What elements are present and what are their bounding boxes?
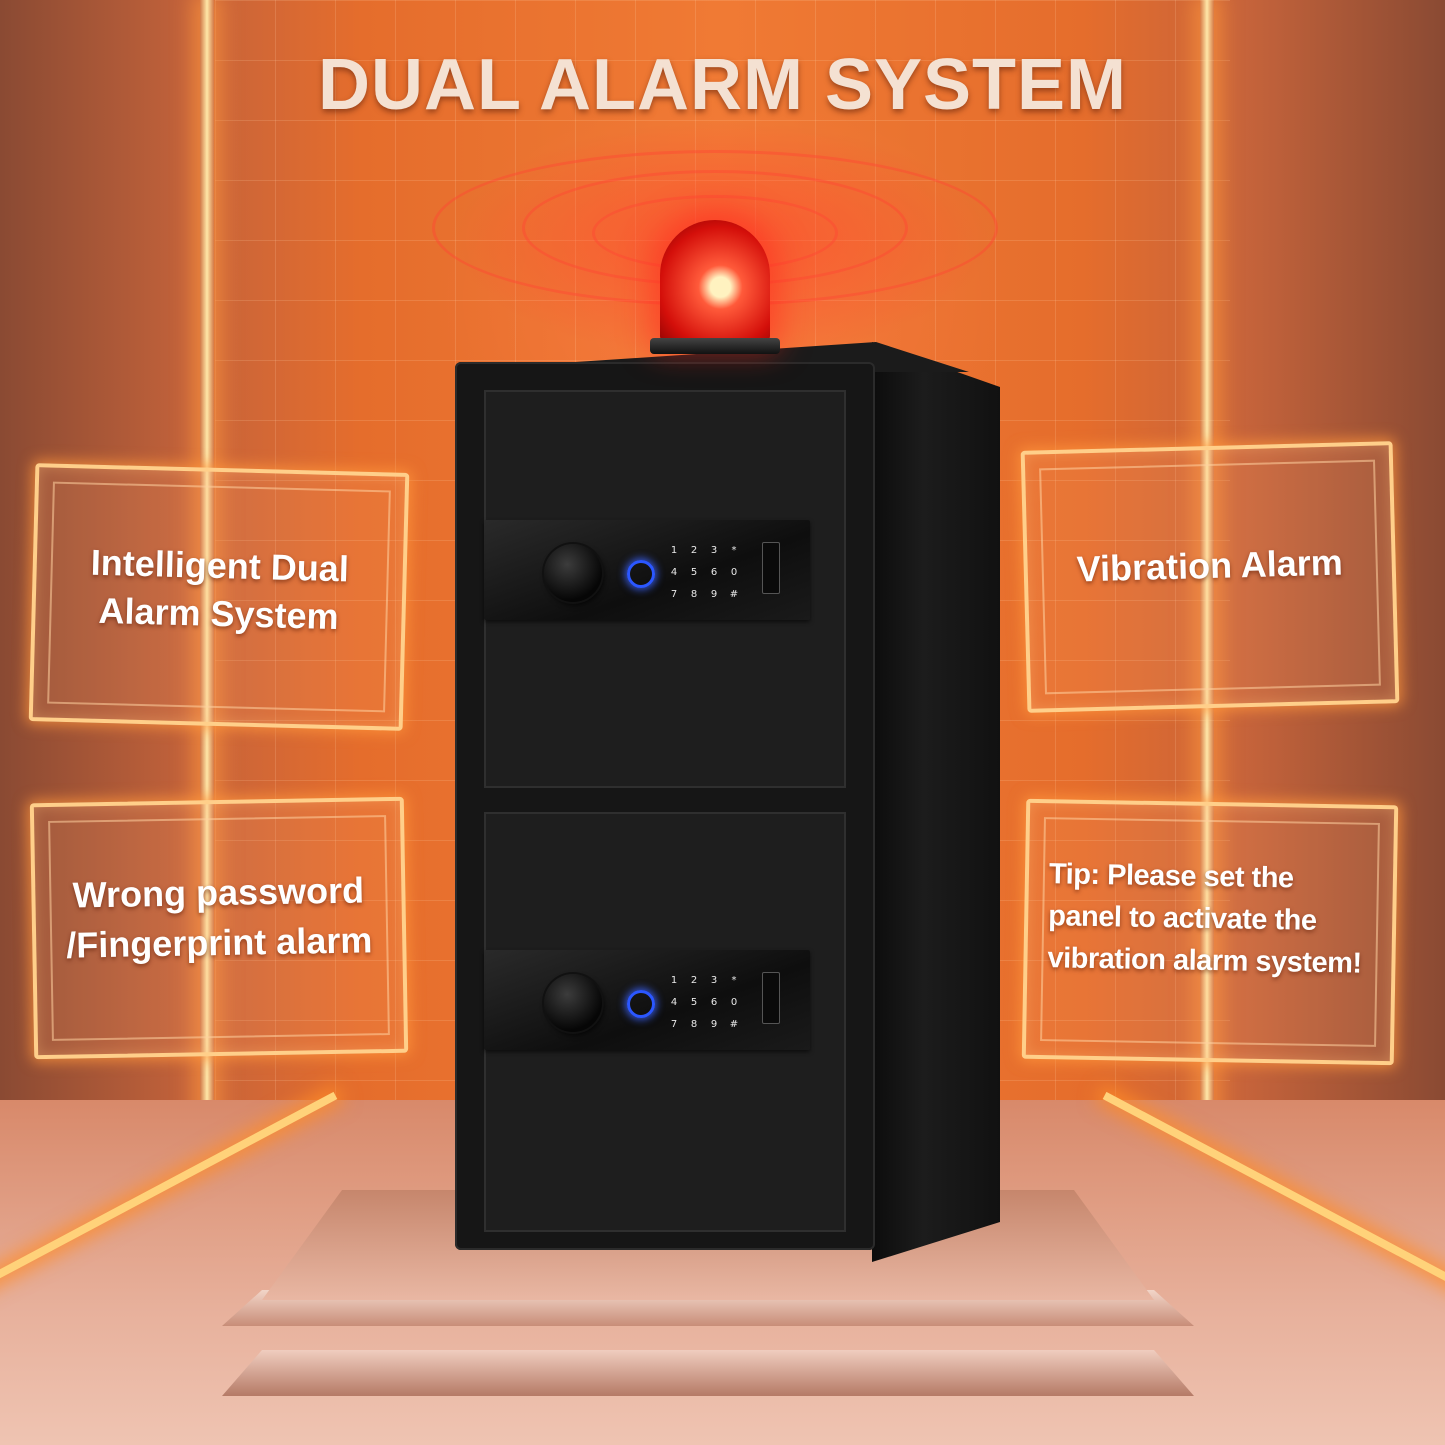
- key[interactable]: 0: [730, 567, 738, 578]
- key[interactable]: 6: [710, 567, 718, 578]
- key[interactable]: 4: [670, 997, 678, 1008]
- card-line: /Fingerprint alarm: [65, 919, 373, 966]
- key[interactable]: 1: [670, 545, 678, 556]
- light-pillar-left: [200, 0, 214, 1130]
- key[interactable]: 6: [710, 997, 718, 1008]
- fingerprint-sensor-icon[interactable]: [627, 560, 655, 588]
- key[interactable]: #: [729, 1019, 739, 1030]
- card-text: Wrong password /Fingerprint alarm: [35, 865, 403, 971]
- card-line: Alarm System: [98, 589, 340, 638]
- key[interactable]: 4: [670, 567, 678, 578]
- key-slot: [762, 972, 780, 1024]
- feature-card-tip: Tip: Please set the panel to activate th…: [1021, 798, 1399, 1066]
- feature-card-vibration: Vibration Alarm: [1020, 441, 1400, 713]
- card-line: Intelligent Dual: [90, 541, 350, 590]
- card-line: Wrong password: [72, 869, 365, 916]
- page-title: DUAL ALARM SYSTEM: [318, 45, 1127, 125]
- key[interactable]: *: [731, 545, 737, 556]
- card-line: vibration alarm system!: [1047, 942, 1362, 980]
- feature-card-wrong-password: Wrong password /Fingerprint alarm: [29, 796, 409, 1060]
- key[interactable]: 2: [690, 545, 698, 556]
- lock-knob-icon[interactable]: [544, 544, 602, 602]
- key-slot: [762, 542, 780, 594]
- lock-panel-lower: 1 2 3 * 4 5 6 0 7 8 9 #: [484, 950, 810, 1050]
- key[interactable]: 7: [670, 1019, 678, 1030]
- keypad: 1 2 3 * 4 5 6 0 7 8 9 #: [664, 970, 748, 1036]
- alarm-beacon-icon: [650, 220, 780, 354]
- key[interactable]: 9: [710, 1019, 718, 1030]
- card-line: panel to activate the: [1047, 900, 1317, 937]
- safe-side: [872, 342, 1000, 1262]
- key[interactable]: 9: [710, 589, 718, 600]
- card-text: Tip: Please set the panel to activate th…: [1047, 853, 1379, 985]
- beacon-base: [650, 338, 780, 354]
- lock-knob-icon[interactable]: [544, 974, 602, 1032]
- key[interactable]: 5: [690, 997, 698, 1008]
- key[interactable]: 5: [690, 567, 698, 578]
- beacon-dome: [660, 220, 770, 342]
- key[interactable]: 8: [690, 589, 698, 600]
- lock-panel-upper: 1 2 3 * 4 5 6 0 7 8 9 #: [484, 520, 810, 620]
- feature-card-dual-alarm: Intelligent Dual Alarm System: [28, 463, 410, 731]
- key[interactable]: 2: [690, 975, 698, 986]
- card-line: Tip: Please set the: [1048, 858, 1294, 895]
- key[interactable]: *: [731, 975, 737, 986]
- fingerprint-sensor-icon[interactable]: [627, 990, 655, 1018]
- key[interactable]: 1: [670, 975, 678, 986]
- key[interactable]: 0: [730, 997, 738, 1008]
- card-text: Intelligent Dual Alarm System: [35, 537, 403, 643]
- key[interactable]: 3: [710, 545, 718, 556]
- key[interactable]: 7: [670, 589, 678, 600]
- key[interactable]: 3: [710, 975, 718, 986]
- key[interactable]: #: [729, 589, 739, 600]
- keypad: 1 2 3 * 4 5 6 0 7 8 9 #: [664, 540, 748, 606]
- light-pillar-right: [1200, 0, 1214, 1130]
- plinth-lower: [222, 1350, 1194, 1396]
- card-line: Vibration Alarm: [1076, 541, 1344, 590]
- key[interactable]: 8: [690, 1019, 698, 1030]
- card-text: Vibration Alarm: [1027, 537, 1392, 595]
